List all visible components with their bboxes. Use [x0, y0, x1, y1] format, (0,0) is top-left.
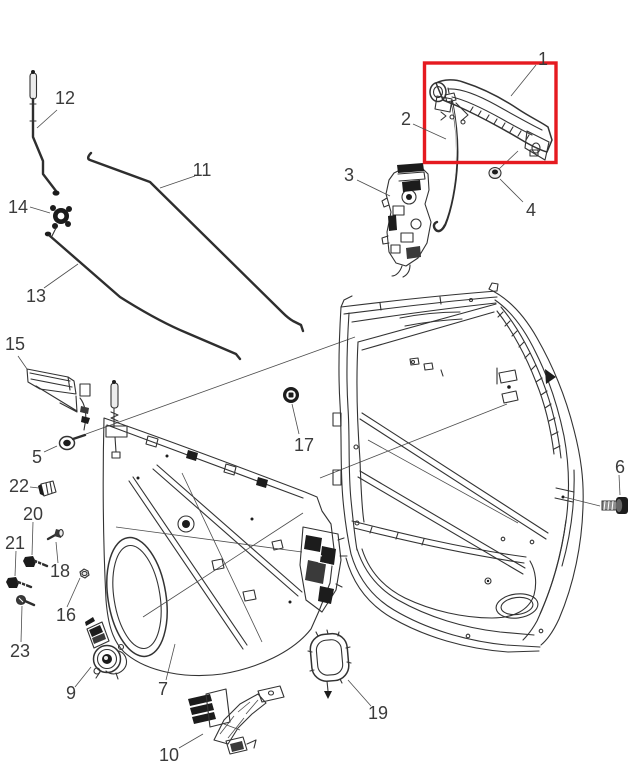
callout-23: 23 — [10, 641, 30, 661]
callout-17: 17 — [294, 435, 314, 455]
hinge-notch — [332, 469, 342, 486]
door-latch — [381, 163, 432, 278]
callout-14: 14 — [8, 197, 28, 217]
callout-18: 18 — [50, 561, 70, 581]
callout-12: 12 — [55, 88, 75, 108]
callout-4: 4 — [526, 200, 536, 220]
impact-beam — [359, 412, 549, 540]
callout-22: 22 — [9, 476, 29, 496]
handle-hatch — [469, 106, 530, 141]
callout-leaders — [14, 64, 621, 749]
door-bolt — [563, 496, 628, 514]
truss-lines — [219, 699, 259, 739]
motor-opening — [106, 536, 168, 658]
lock-knob-rod — [29, 70, 60, 196]
regulator-rails — [128, 464, 303, 650]
push-pin-fastener — [58, 433, 87, 451]
screw-23 — [15, 594, 36, 607]
direction-arrow — [545, 369, 556, 384]
callout-3: 3 — [344, 165, 354, 185]
screw-18 — [46, 529, 64, 541]
pillar-hatch-marks — [497, 311, 561, 450]
support-bracket — [188, 685, 285, 755]
callout-19: 19 — [368, 703, 388, 723]
latch-reinforcement — [496, 367, 519, 404]
long-lock-rod — [87, 151, 305, 333]
callout-7: 7 — [158, 679, 168, 699]
leader-latch-location — [319, 403, 508, 479]
window-clip — [423, 362, 434, 371]
callout-9: 9 — [66, 683, 76, 703]
bolt-21 — [6, 577, 33, 589]
carrier-latch-unit — [299, 526, 348, 613]
callout-5: 5 — [32, 447, 42, 467]
handle-nut — [488, 166, 502, 180]
seal-bead-ticks — [307, 629, 352, 684]
seal-pin-arrow — [324, 691, 332, 699]
callout-20: 20 — [23, 504, 43, 524]
callout-16: 16 — [56, 605, 76, 625]
carrier-lock-knob-rod — [105, 380, 128, 459]
glass-channel — [357, 470, 526, 575]
regulator-cables — [115, 472, 304, 643]
cable-drum — [177, 515, 195, 533]
window-motor — [85, 617, 128, 680]
door-shell — [85, 282, 584, 653]
leader-pin5-to-door — [85, 336, 356, 435]
lower-lock-rod — [44, 231, 242, 361]
grommet-plug — [283, 387, 299, 403]
leader-handle-to-nut — [498, 150, 519, 170]
callout-21: 21 — [5, 533, 25, 553]
door-holes — [353, 297, 544, 639]
callout-labels: 1 2 3 4 5 6 7 9 10 11 12 13 14 15 16 17 … — [5, 49, 625, 765]
callout-6: 6 — [615, 457, 625, 477]
oval-access-hole — [495, 593, 539, 619]
callout-2: 2 — [401, 109, 411, 129]
exterior-door-handle — [429, 79, 553, 161]
callout-10: 10 — [159, 745, 179, 765]
callout-11: 11 — [193, 160, 212, 180]
nut-16 — [79, 568, 90, 579]
inside-door-handle — [26, 368, 91, 431]
rod-clip — [50, 205, 72, 237]
callout-1: 1 — [538, 49, 548, 69]
access-hole-seal — [309, 632, 350, 682]
clip — [38, 480, 57, 497]
seal-pin — [326, 680, 329, 692]
window-clip — [409, 357, 420, 366]
highlight-box — [422, 61, 558, 165]
bolt-20 — [23, 556, 49, 568]
callout-13: 13 — [26, 286, 46, 306]
hinge-notch — [332, 412, 342, 427]
callout-15: 15 — [5, 334, 25, 354]
carrier-plate-module — [102, 380, 348, 677]
inner-panel-opening — [361, 548, 537, 619]
